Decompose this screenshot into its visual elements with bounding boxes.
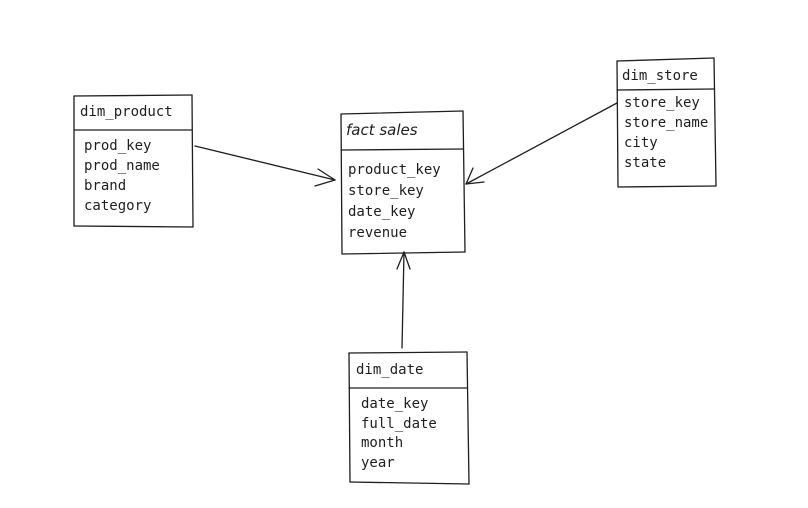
relationship-date-to-sales-arrow xyxy=(396,251,411,349)
field-brand: brand xyxy=(84,178,127,194)
field-month: month xyxy=(361,435,404,451)
dim-store-table-outline xyxy=(616,57,717,188)
field-prod-key: prod_key xyxy=(84,138,152,154)
field-city: city xyxy=(624,135,658,151)
dim-date-table-outline xyxy=(348,351,470,485)
dim-store-title: dim_store xyxy=(622,68,698,84)
fact-sales-fields: product_key store_key date_key revenue xyxy=(348,160,441,244)
field-revenue: revenue xyxy=(348,225,408,241)
relationship-product-to-sales-arrow xyxy=(194,145,336,187)
field-full-date: full_date xyxy=(361,415,437,432)
fact-sales-title: fact sales xyxy=(346,121,418,139)
field-date-key: date_key xyxy=(361,396,429,412)
dim-store-fields: store_key store_name city state xyxy=(624,93,716,173)
field-prod-name: prod_name xyxy=(84,158,160,174)
dim-product-title: dim_product xyxy=(80,104,173,120)
field-date-key: date_key xyxy=(348,204,416,220)
dim-date-title: dim_date xyxy=(356,362,424,378)
dim-product-table-outline xyxy=(73,94,194,228)
field-year: year xyxy=(361,454,395,471)
field-store-name: store_name xyxy=(624,115,709,131)
field-category: category xyxy=(84,198,152,214)
relationship-store-to-sales-arrow xyxy=(465,102,618,185)
field-state: state xyxy=(624,155,667,171)
dim-product-fields: prod_key prod_name brand category xyxy=(84,136,160,216)
field-store-key: store_key xyxy=(624,95,700,111)
dim-date-fields: date_key full_date month year xyxy=(361,395,437,473)
field-store-key: store_key xyxy=(348,183,424,199)
field-product-key: product_key xyxy=(348,162,441,178)
